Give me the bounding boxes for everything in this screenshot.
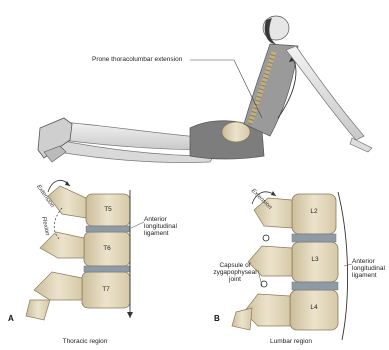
label-l2: L2 xyxy=(306,208,322,215)
label-t5: T5 xyxy=(100,206,116,213)
arm xyxy=(286,46,364,140)
prone-figure xyxy=(38,16,372,163)
region-label-a: Thoracic region xyxy=(50,338,120,345)
ligament-line xyxy=(338,192,348,340)
panel-letter-b: B xyxy=(214,314,220,323)
thoracic-spine xyxy=(26,180,144,320)
exercise-label: Prone thoracolumbar extension xyxy=(92,56,182,64)
label-l3: L3 xyxy=(307,256,323,263)
region-label-b: Lumbar region xyxy=(256,338,326,345)
label-t7: T7 xyxy=(98,286,114,293)
disc xyxy=(86,226,130,232)
panel-letter-a: A xyxy=(8,314,14,323)
hand xyxy=(350,138,372,152)
disc xyxy=(292,234,336,242)
label-t6: T6 xyxy=(99,245,115,252)
disc xyxy=(292,282,338,290)
disc xyxy=(84,266,130,272)
label-l4: L4 xyxy=(306,304,322,311)
